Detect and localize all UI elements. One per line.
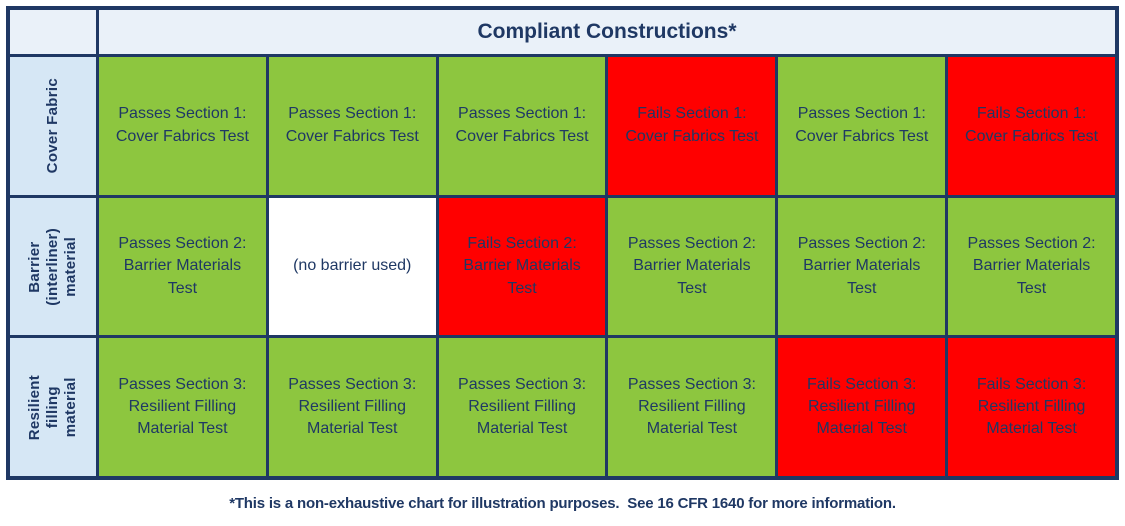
- matrix-cell-r1c5: Passes Section 1: Cover Fabrics Test: [778, 57, 946, 195]
- corner-cell: [10, 10, 96, 54]
- matrix-cell-r1c3: Passes Section 1: Cover Fabrics Test: [438, 57, 606, 195]
- row-label-text: Cover Fabric: [44, 78, 61, 174]
- matrix-cell-r3c3: Passes Section 3: Resilient Filling Mate…: [438, 338, 606, 476]
- matrix-cell-r1c1: Passes Section 1: Cover Fabrics Test: [99, 57, 266, 195]
- matrix-cell-r1c2: Passes Section 1: Cover Fabrics Test: [268, 57, 436, 195]
- table-title: Compliant Constructions*: [99, 10, 1115, 54]
- footnote: *This is a non-exhaustive chart for illu…: [229, 495, 896, 512]
- matrix-cell-r3c1: Passes Section 3: Resilient Filling Mate…: [99, 338, 266, 476]
- row-label-cover-fabric: Cover Fabric: [10, 57, 96, 195]
- matrix-cell-r3c2: Passes Section 3: Resilient Filling Mate…: [268, 338, 436, 476]
- row-label-text: Resilient filling material: [26, 374, 79, 440]
- matrix-cell-r3c4: Passes Section 3: Resilient Filling Mate…: [608, 338, 776, 476]
- matrix-cell-r2c5: Passes Section 2: Barrier Materials Test: [778, 197, 946, 336]
- matrix-cell-r2c3: Fails Section 2: Barrier Materials Test: [438, 197, 606, 336]
- matrix-cell-r1c4: Fails Section 1: Cover Fabrics Test: [608, 57, 776, 195]
- row-label-resilient-filling: Resilient filling material: [10, 338, 96, 476]
- matrix-cell-r2c4: Passes Section 2: Barrier Materials Test: [608, 197, 776, 336]
- matrix-cell-r2c6: Passes Section 2: Barrier Materials Test: [948, 197, 1115, 336]
- matrix-cell-r1c6: Fails Section 1: Cover Fabrics Test: [948, 57, 1115, 195]
- matrix-cell-r3c6: Fails Section 3: Resilient Filling Mater…: [948, 338, 1115, 476]
- matrix-cell-r2c1: Passes Section 2: Barrier Materials Test: [99, 197, 266, 336]
- compliance-matrix-table: Compliant Constructions* Cover Fabric Pa…: [6, 6, 1119, 480]
- row-label-text: Barrier (interliner) material: [26, 227, 79, 306]
- matrix-cell-r3c5: Fails Section 3: Resilient Filling Mater…: [778, 338, 946, 476]
- matrix-cell-r2c2: (no barrier used): [268, 197, 436, 336]
- row-label-barrier-material: Barrier (interliner) material: [10, 197, 96, 336]
